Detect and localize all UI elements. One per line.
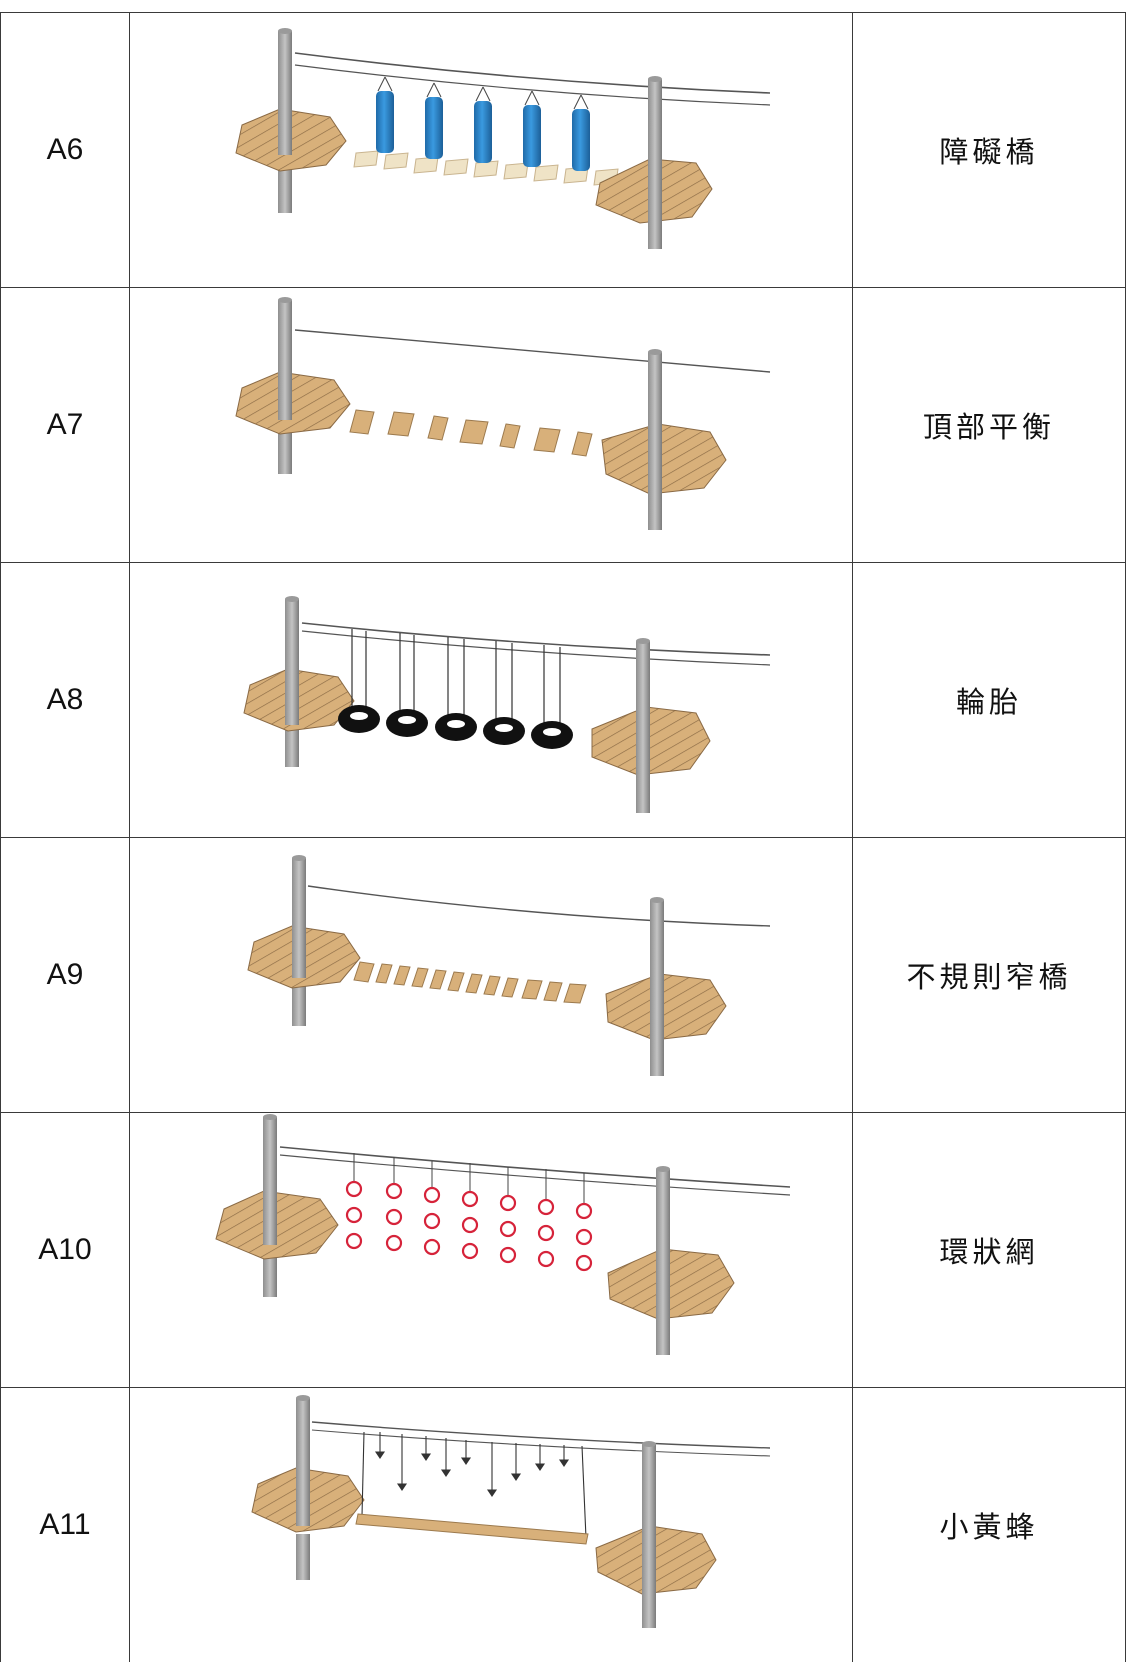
tire-bridge-illustration [130,563,852,837]
hanging-plank-illustration [130,1388,852,1662]
equipment-table: A6 [0,12,1126,1662]
table-row-a7: A7 [1,288,1126,563]
item-code: A6 [1,13,130,288]
item-code: A8 [1,563,130,838]
irregular-narrow-bridge-illustration [130,838,852,1112]
item-name: 輪胎 [853,563,1126,838]
item-illustration-cell [130,563,853,838]
item-code: A10 [1,1113,130,1388]
table-row-a10: A10 [1,1113,1126,1388]
table-row-a6: A6 [1,13,1126,288]
item-name: 環狀網 [853,1113,1126,1388]
item-name: 頂部平衡 [853,288,1126,563]
item-illustration-cell [130,288,853,563]
top-balance-bridge-illustration [130,288,852,562]
table-row-a9: A9 [1,838,1126,1113]
item-illustration-cell [130,838,853,1113]
table-row-a11: A11 [1,1388,1126,1662]
item-code: A11 [1,1388,130,1662]
item-code: A9 [1,838,130,1113]
item-name: 小黃蜂 [853,1388,1126,1662]
item-illustration-cell [130,13,853,288]
obstacle-bridge-illustration [130,13,852,287]
item-illustration-cell [130,1388,853,1662]
ring-net-illustration [130,1113,852,1387]
equipment-table-sheet: A6 [0,12,1126,1662]
item-illustration-cell [130,1113,853,1388]
table-row-a8: A8 [1,563,1126,838]
item-name: 障礙橋 [853,13,1126,288]
item-name: 不規則窄橋 [853,838,1126,1113]
item-code: A7 [1,288,130,563]
